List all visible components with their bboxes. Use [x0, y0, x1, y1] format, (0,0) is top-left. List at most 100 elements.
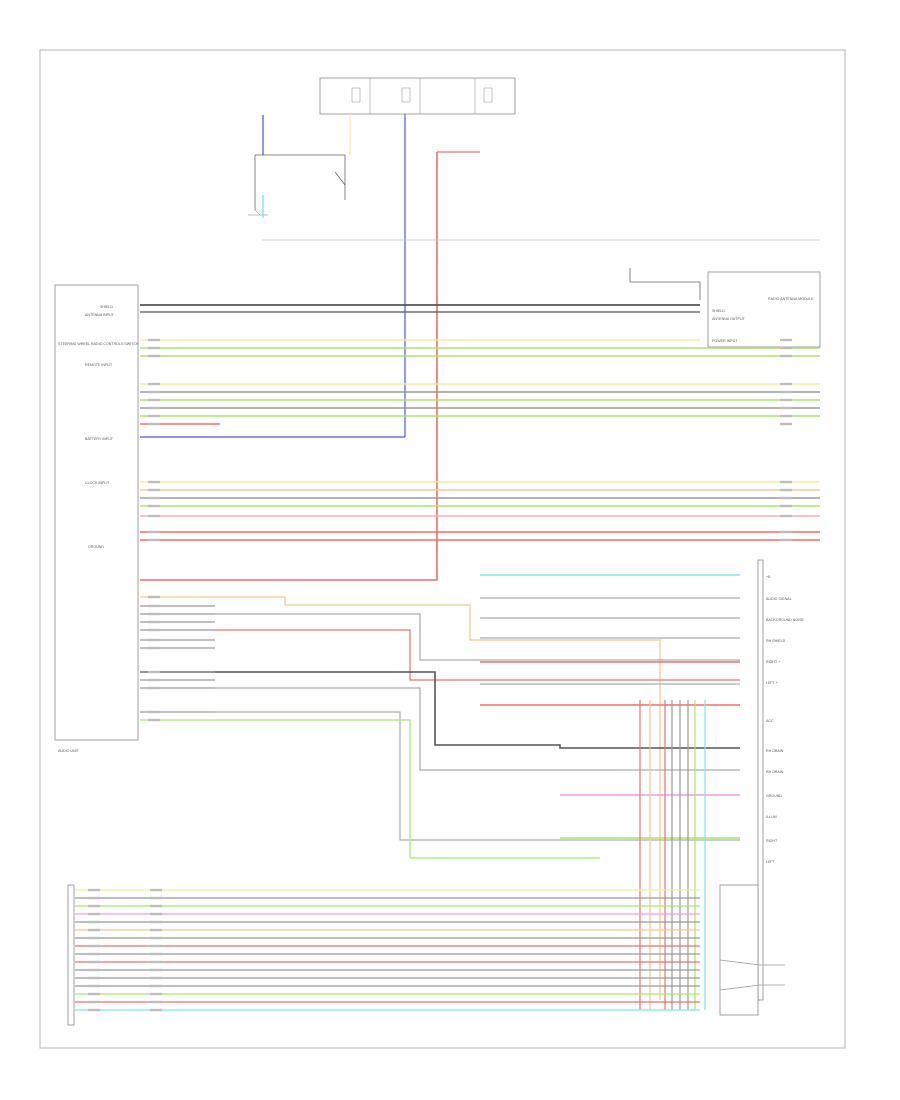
sub-line-1 — [719, 959, 761, 966]
wire-label-marker — [780, 382, 792, 386]
label-antenna-output: ANTENNA OUTPUT — [712, 317, 746, 321]
wire-label-marker — [780, 406, 792, 410]
audio-unit-block — [54, 284, 139, 741]
wire-label-marker — [150, 984, 162, 988]
wire-label-marker — [780, 414, 792, 418]
wire-label-marker — [148, 710, 160, 714]
wire-label-marker — [88, 904, 100, 908]
wire-label-marker — [148, 514, 160, 518]
wire-label-marker — [780, 346, 792, 350]
label-radio-antenna-module: RADIO ANTENNA MODULE — [768, 297, 814, 301]
radio-antenna-module — [707, 271, 821, 348]
label-clock-input: CLOCK INPUT — [85, 481, 110, 485]
wire-label-marker — [148, 628, 160, 632]
wire-label-marker — [780, 338, 792, 342]
wire-label-marker — [148, 686, 160, 690]
label-power-input: POWER INPUT — [712, 339, 738, 343]
wire-label-marker — [150, 976, 162, 980]
right-block-labels: SHIELD ANTENNA OUTPUT POWER INPUT RADIO … — [712, 297, 814, 343]
wire-label-marker — [150, 920, 162, 924]
wire-label-marker — [88, 952, 100, 956]
wire-label-marker — [148, 646, 160, 650]
wire-label-marker — [780, 422, 792, 426]
wire-label-marker — [148, 604, 160, 608]
wire-label-marker — [88, 976, 100, 980]
wire-label-marker — [148, 670, 160, 674]
wire-label-marker — [88, 1008, 100, 1012]
subwoofer-block — [719, 884, 759, 1016]
lower-right-connector — [757, 559, 764, 1001]
wire-label-marker — [150, 888, 162, 892]
label-shield-left: SHIELD — [100, 305, 113, 309]
label-acc: ACC — [766, 719, 774, 723]
fuse-block — [319, 77, 516, 115]
wire-label-marker — [148, 488, 160, 492]
wire-label-marker — [88, 912, 100, 916]
wire-label-marker — [148, 390, 160, 394]
label-b-plus: +B — [766, 575, 771, 579]
label-audio-signal: AUDIO SIGNAL — [766, 597, 792, 601]
wire-label-marker — [780, 504, 792, 508]
wire-label-marker — [148, 414, 160, 418]
label-rh-shield: RH SHIELD — [766, 639, 786, 643]
wire-label-marker — [150, 904, 162, 908]
wire-label-marker — [148, 422, 160, 426]
relay — [248, 154, 346, 216]
wire-label-marker — [88, 968, 100, 972]
feed-red-main — [140, 152, 438, 581]
label-battery-input: BATTERY INPUT — [85, 437, 114, 441]
wire-label-marker — [88, 928, 100, 932]
wire-label-marker — [148, 480, 160, 484]
wire-label-marker — [780, 390, 792, 394]
wire-label-marker — [148, 338, 160, 342]
wire-label-marker — [780, 354, 792, 358]
sub-line-2 — [719, 984, 761, 991]
wire-label-marker — [88, 944, 100, 948]
wire-label-marker — [148, 638, 160, 642]
wire-label-marker — [148, 406, 160, 410]
wire-label-marker — [780, 514, 792, 518]
wire-label-marker — [150, 968, 162, 972]
lower-right-labels: +B AUDIO SIGNAL BACKGROUND NOISE RH SHIE… — [766, 575, 805, 864]
wire-label-marker — [150, 992, 162, 996]
wire-label-marker — [148, 382, 160, 386]
wire-label-marker — [88, 1000, 100, 1004]
wire-label-marker — [88, 936, 100, 940]
wire-label-marker — [148, 718, 160, 722]
wire-label-marker — [88, 984, 100, 988]
label-audio-unit: AUDIO UNIT — [58, 749, 80, 753]
wire-label-marker — [148, 346, 160, 350]
wire-label-marker — [148, 504, 160, 508]
wire-label-marker — [148, 354, 160, 358]
label-left-plus: LEFT + — [766, 681, 778, 685]
label-rh-drain-1: RH DRAIN — [766, 749, 784, 753]
wire-label-marker — [780, 538, 792, 542]
wire-label-marker — [88, 896, 100, 900]
dark-cross — [215, 671, 740, 749]
label-right-plus: RIGHT + — [766, 660, 780, 664]
wire-label-marker — [148, 612, 160, 616]
wire-label-marker — [150, 896, 162, 900]
wire-label-marker — [88, 992, 100, 996]
wire-label-marker — [148, 620, 160, 624]
wire-label-marker — [88, 960, 100, 964]
antenna-feed — [629, 268, 701, 300]
label-background-noise: BACKGROUND NOISE — [766, 618, 805, 622]
wire-label-marker — [780, 530, 792, 534]
gray-cross-1 — [215, 613, 740, 661]
wire-label-marker — [148, 595, 160, 599]
wire-label-marker — [780, 496, 792, 500]
orange-cross — [215, 596, 661, 1000]
wire-label-marker — [148, 538, 160, 542]
green-cross — [215, 719, 600, 859]
wire-tick-labels — [88, 338, 792, 1012]
wire-label-marker — [150, 1000, 162, 1004]
wire-label-marker — [150, 1008, 162, 1012]
wire-label-marker — [150, 936, 162, 940]
gray-cross-3 — [215, 711, 740, 841]
label-antenna-input: ANTENNA INPUT — [85, 313, 115, 317]
wire-label-marker — [88, 888, 100, 892]
label-remote-input: REMOTE INPUT — [85, 363, 113, 367]
wire-label-marker — [780, 480, 792, 484]
